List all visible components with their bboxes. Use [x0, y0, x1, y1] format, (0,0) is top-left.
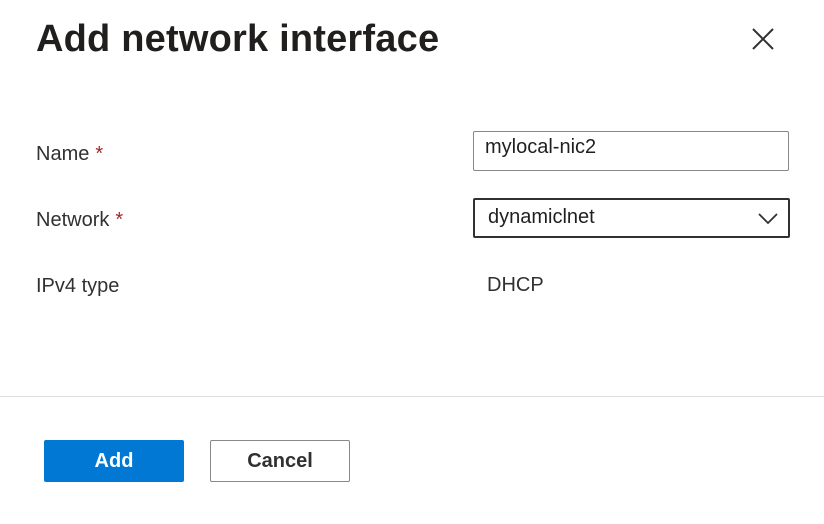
network-selected-value: dynamiclnet [488, 206, 595, 228]
network-label-text: Network [36, 209, 110, 231]
add-button[interactable]: Add [44, 440, 184, 482]
name-label-text: Name [36, 143, 90, 165]
close-icon [750, 26, 776, 57]
name-input[interactable] [473, 131, 789, 171]
chevron-down-icon [757, 209, 779, 227]
ipv4-type-label: IPv4 type [36, 275, 120, 297]
close-button[interactable] [748, 26, 778, 56]
dialog-title: Add network interface [36, 18, 440, 60]
required-marker: * [95, 143, 104, 165]
network-label: Network* [36, 207, 123, 233]
required-marker: * [115, 209, 124, 231]
network-dropdown[interactable]: dynamiclnet [473, 198, 790, 238]
name-label: Name* [36, 141, 103, 167]
cancel-button[interactable]: Cancel [210, 440, 350, 482]
ipv4-type-value: DHCP [487, 274, 544, 296]
footer-divider [0, 396, 824, 397]
